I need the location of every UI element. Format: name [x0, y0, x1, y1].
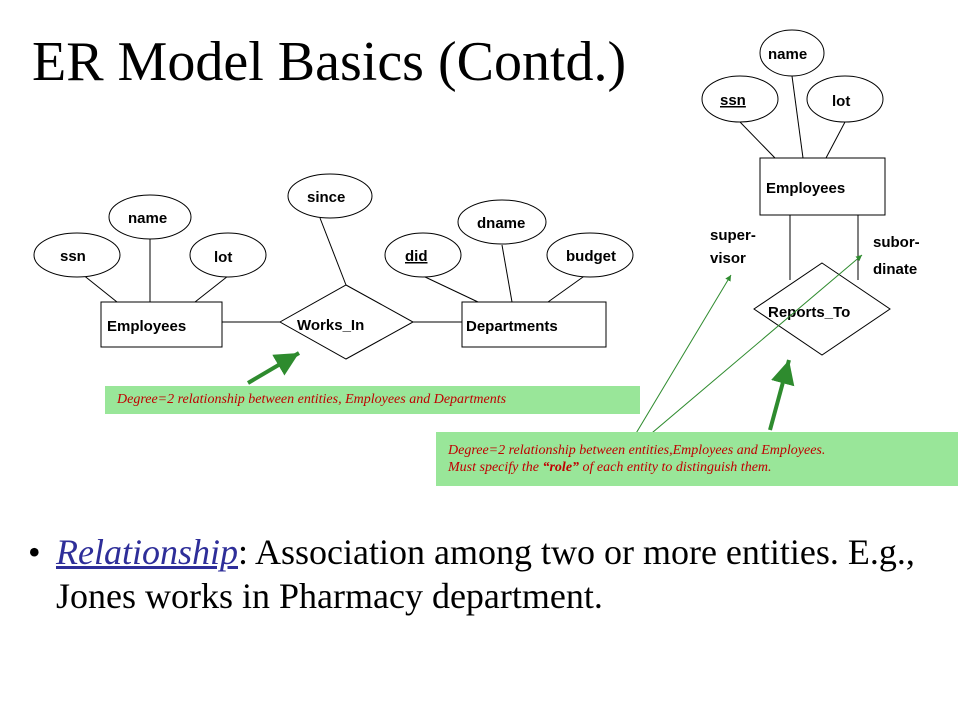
bullet-body: : Association among two or more entities… — [56, 532, 915, 616]
edge-r-lot-employees — [825, 121, 846, 159]
attr-budget-oval — [546, 232, 634, 278]
entity-departments-label: Departments — [466, 318, 558, 335]
note-works-in: Degree=2 relationship between entities, … — [105, 386, 640, 414]
entity-employees-box — [100, 301, 223, 348]
attr-budget-label: budget — [566, 248, 616, 265]
attr-dname-label: dname — [477, 215, 525, 232]
bullet-keyword-link[interactable]: Relationship — [56, 532, 238, 572]
right-diagram: ssn name lot Employees super- visor subo… — [701, 29, 920, 356]
note-reports-to-line1: Degree=2 relationship between entities,E… — [448, 443, 826, 458]
edge-since-worksin — [319, 217, 347, 286]
attr-since-label: since — [307, 189, 345, 206]
attr-since-oval — [287, 173, 373, 219]
bullet-marker: • — [28, 532, 41, 572]
relationship-worksin-label: Works_In — [297, 317, 364, 334]
bullet-text: Relationship: Association among two or m… — [56, 530, 916, 618]
r-attr-name-label: name — [768, 46, 807, 63]
attr-did-label: did — [405, 248, 428, 265]
edge-r-name-employees — [791, 75, 804, 159]
arrow-to-reportsto — [768, 359, 795, 431]
edge-lot-employees — [194, 275, 229, 303]
r-attr-lot-oval — [806, 75, 884, 123]
role-subordinate-line1: subor- — [873, 234, 920, 251]
r-entity-employees-label: Employees — [766, 180, 845, 197]
note-line2-prefix: Must specify the — [448, 460, 543, 475]
r-attr-ssn-oval — [701, 75, 779, 123]
role-supervisor-line2: visor — [710, 250, 746, 267]
attr-lot-label: lot — [214, 249, 232, 266]
relationship-reportsto-label: Reports_To — [768, 304, 850, 321]
r-attr-ssn-label: ssn — [720, 92, 746, 109]
attr-ssn-label: ssn — [60, 248, 86, 265]
attr-dname-oval — [457, 199, 547, 245]
r-attr-name-oval — [759, 29, 825, 77]
note-reports-to-line2: Must specify the “role” of each entity t… — [448, 459, 958, 476]
edge-dname-departments — [501, 244, 513, 303]
attr-lot-oval — [189, 232, 267, 278]
arrow-to-worksin — [246, 351, 301, 385]
role-subordinate-line2: dinate — [873, 261, 917, 278]
r-entity-employees-box — [759, 157, 886, 216]
edge-r-ssn-employees — [739, 121, 776, 159]
attr-did-oval — [384, 232, 462, 278]
entity-departments-box — [461, 301, 607, 348]
attr-name-label: name — [128, 210, 167, 227]
note-line2-suffix: of each entity to distinguish them. — [579, 460, 772, 475]
role-supervisor-line1: super- — [710, 227, 756, 244]
attr-name-oval — [108, 194, 192, 240]
r-attr-lot-label: lot — [832, 93, 850, 110]
left-diagram: ssn name lot since did dname budget Empl… — [33, 173, 634, 360]
slide-title: ER Model Basics (Contd.) — [32, 31, 627, 93]
arrow-to-subordinate-role — [619, 254, 863, 461]
relationship-reportsto-diamond — [753, 262, 891, 356]
attr-ssn-oval — [33, 232, 121, 278]
note-reports-to: Degree=2 relationship between entities,E… — [436, 432, 958, 486]
edge-did-departments — [422, 275, 479, 303]
note-line2-role: “role” — [542, 460, 580, 475]
entity-employees-label: Employees — [107, 318, 186, 335]
annotation-arrows — [246, 254, 863, 461]
relationship-worksin-diamond — [278, 284, 415, 360]
arrow-to-supervisor-role — [619, 274, 732, 461]
